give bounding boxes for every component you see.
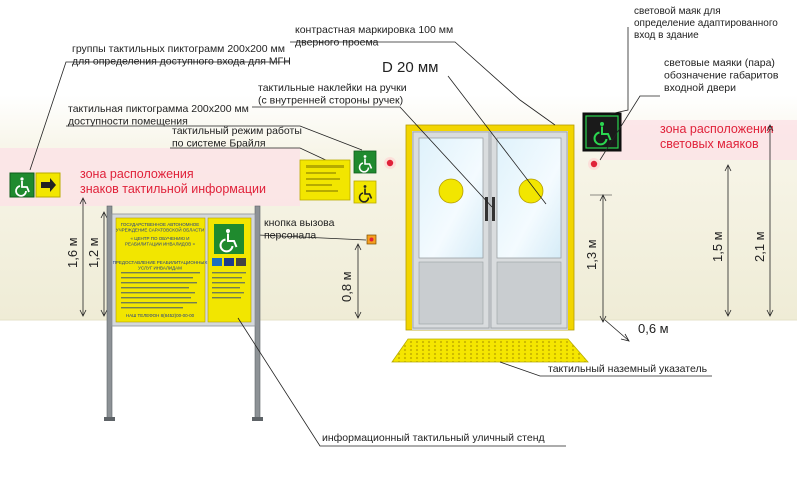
wheelchair-icon — [15, 177, 30, 197]
d20-label: D 20 мм — [382, 59, 438, 76]
braille-sign — [299, 159, 351, 201]
ground-callout-line — [499, 361, 712, 377]
door-contrast-circle-right — [518, 178, 544, 204]
wheelchair-icon — [219, 229, 238, 253]
wall-pictograms — [353, 150, 377, 204]
stickers-label: тактильные наклейки на ручки(с внутренне… — [258, 82, 407, 107]
d20-leader — [447, 75, 547, 205]
stand-phone: НАШ ТЕЛЕФОН 8(8452)00-00-00 — [126, 313, 195, 318]
left-pictogram-group — [9, 172, 61, 198]
call-callout-line — [257, 234, 367, 241]
ground-label: тактильный наземный указатель — [548, 363, 708, 375]
dim-12: 1,2 м — [86, 211, 108, 317]
svg-text:1,5 м: 1,5 м — [710, 231, 725, 262]
marking-callout-line — [290, 41, 556, 126]
braille-callout-line — [170, 147, 331, 163]
svg-text:0,6 м: 0,6 м — [638, 321, 669, 336]
beacon-callout-line — [609, 27, 629, 115]
wheelchair-icon — [593, 122, 612, 146]
wheelchair-icon — [358, 155, 373, 173]
stand-callout-line — [237, 317, 566, 447]
dim-15: 1,5 м — [710, 164, 732, 317]
pair-callout-line — [599, 95, 660, 161]
stickers-callout-line — [252, 106, 493, 208]
svg-text:2,1 м: 2,1 м — [752, 231, 767, 262]
dim-06: 0,6 м — [604, 319, 669, 342]
dim-21: 2,1 м — [752, 124, 774, 317]
svg-text:1,2 м: 1,2 м — [86, 237, 101, 268]
pair-label: световые маяки (пара)обозначение габарит… — [664, 57, 779, 94]
stand-label: информационный тактильный уличный стенд — [322, 432, 545, 444]
zone-beacon-band — [600, 120, 797, 160]
dim-08: 0,8 м — [339, 243, 362, 319]
dim-16: 1,6 м — [65, 197, 87, 317]
pictogram-callout-line — [66, 125, 363, 151]
green-beacon — [582, 112, 622, 152]
ground-area — [0, 320, 797, 480]
groups-callout-line — [29, 61, 290, 171]
tactile-ground-indicator — [391, 338, 589, 363]
door-contrast-circle-left — [438, 178, 464, 204]
call-button-icon — [366, 234, 377, 245]
arrow-right-icon — [41, 178, 56, 192]
entrance-door — [405, 124, 575, 331]
svg-text:1,6 м: 1,6 м — [65, 237, 80, 268]
dim-13: 1,3 м — [584, 194, 612, 323]
red-beacon-icon — [588, 158, 600, 170]
wheelchair-icon — [358, 185, 373, 203]
red-beacon-icon — [384, 157, 396, 169]
svg-text:1,3 м: 1,3 м — [584, 239, 599, 270]
svg-text:0,8 м: 0,8 м — [339, 271, 354, 302]
